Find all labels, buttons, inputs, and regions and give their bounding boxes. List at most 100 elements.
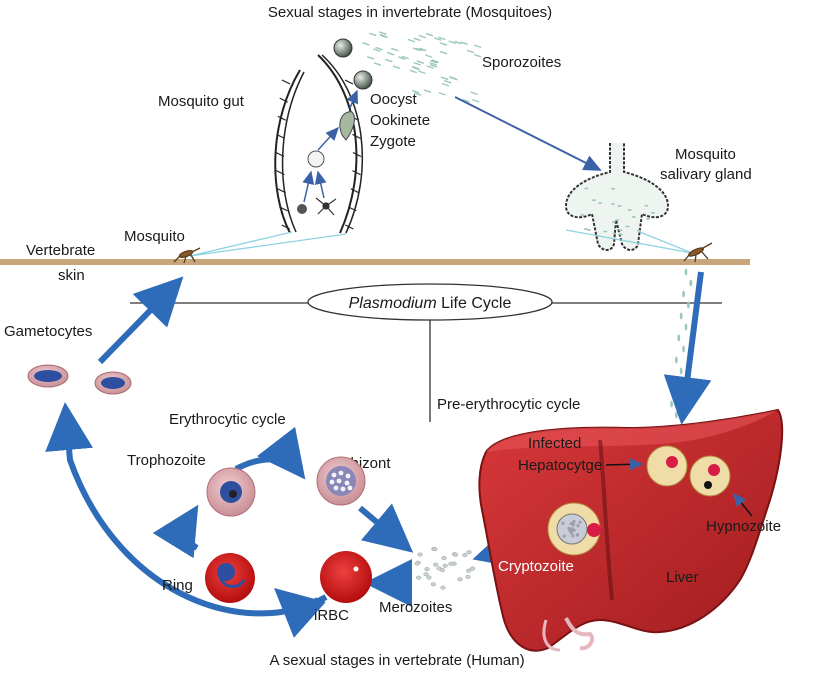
- label-mosquito-gut: Mosquito gut: [158, 93, 245, 110]
- label-zygote: Zygote: [370, 133, 416, 150]
- sporozoite-streak: [416, 60, 425, 64]
- label-trophozoite: Trophozoite: [127, 452, 206, 469]
- sporozoite-streak: [441, 76, 449, 80]
- sporozoite-streak: [434, 37, 442, 41]
- sporozoite-streak: [425, 32, 434, 37]
- sporozoite-streak: [373, 48, 381, 52]
- sporozoite-streak: [412, 47, 421, 51]
- sporozoite-streak: [473, 54, 482, 58]
- vertebrate-skin-line: [0, 259, 750, 265]
- sporozoite-streak: [439, 50, 448, 55]
- arrow-sporozoites-to-gland: [454, 96, 602, 171]
- cryptozoite-cell: [547, 502, 601, 556]
- sporozoite-streak: [385, 58, 393, 63]
- merozoite-cluster: [414, 546, 476, 590]
- mosquito-right-icon: [683, 242, 713, 263]
- center-ellipse: [307, 283, 553, 321]
- sporozoite-streak: [415, 47, 424, 52]
- gametocyte-cell-1: [27, 364, 69, 388]
- sporozoite-streak: [424, 54, 433, 58]
- sporozoite-streak: [460, 41, 468, 45]
- sporozoite-streak: [409, 69, 418, 74]
- label-vertebrate-2: skin: [58, 267, 85, 284]
- label-erythrocytic: Erythrocytic cycle: [169, 411, 286, 428]
- sporozoite-streak: [413, 62, 421, 66]
- label-mosquito-salivary-2: salivary gland: [660, 166, 752, 183]
- sporozoite-streak: [373, 62, 382, 66]
- sporozoite-streak: [438, 36, 446, 41]
- sporozoite-streak: [379, 33, 387, 38]
- female-gamete: [297, 204, 307, 214]
- sporozoite-streak: [448, 76, 457, 80]
- oocyst-sphere-2: [353, 70, 373, 90]
- label-oocyst: Oocyst: [370, 91, 418, 108]
- mosquito-gut: [274, 54, 364, 234]
- label-ring: Ring: [162, 577, 193, 594]
- sporozoite-cloud: [362, 31, 482, 103]
- gut-arrows: [302, 89, 358, 203]
- sporozoite-streak: [392, 65, 401, 69]
- sporozoite-streak: [379, 31, 387, 35]
- label-vertebrate-1: Vertebrate: [26, 242, 95, 259]
- sporozoite-streak: [411, 89, 420, 94]
- male-gamete: [315, 197, 337, 216]
- sporozoite-streak: [431, 59, 440, 63]
- sporozoite-streak: [429, 64, 438, 68]
- sporozoite-streak: [423, 89, 432, 93]
- sporozoite-streak: [470, 91, 478, 95]
- sporozoite-streak: [444, 80, 452, 84]
- gametocyte-cell-2: [94, 371, 132, 395]
- hepatocyte-2: [689, 455, 731, 497]
- sporozoite-streak: [366, 56, 375, 60]
- label-pre-erythrocytic: Pre-erythrocytic cycle: [437, 396, 580, 413]
- sporozoite-streak: [454, 40, 462, 45]
- sporozoite-streak: [473, 44, 482, 48]
- sporozoite-streak: [407, 38, 416, 43]
- pointer-hypnozoite: [733, 492, 753, 517]
- title-top: Sexual stages in invertebrate (Mosquitoe…: [268, 4, 552, 21]
- mosquito-left-icon: [173, 247, 201, 264]
- sporozoite-streak: [411, 66, 420, 70]
- label-mosquito-salivary-1: Mosquito: [675, 146, 736, 163]
- sporozoite-streak: [398, 56, 406, 60]
- sporozoite-streak: [401, 55, 409, 60]
- label-merozoites: Merozoites: [379, 599, 452, 616]
- sporozoite-streak: [362, 42, 370, 46]
- sporozoite-streak: [430, 60, 438, 64]
- sporozoite-streak: [386, 52, 395, 56]
- sporozoite-streak: [466, 49, 475, 54]
- salivary-gland: [564, 143, 670, 251]
- label-cryptozoite: Cryptozoite: [498, 558, 574, 575]
- zygote-cell: [307, 150, 325, 168]
- label-mosquito: Mosquito: [124, 228, 185, 245]
- label-irbc: iRBC: [314, 607, 349, 624]
- hepatocyte-1: [646, 445, 688, 487]
- sporozoite-streak: [390, 47, 399, 52]
- schizont-cell: [316, 456, 366, 506]
- label-gametocytes: Gametocytes: [4, 323, 92, 340]
- center-title: Plasmodium Life Cycle: [349, 295, 512, 312]
- connector-lines: [189, 229, 693, 257]
- sporozoite-streak: [375, 46, 384, 51]
- oocyst-sphere-1: [333, 38, 353, 58]
- sporozoite-streak: [369, 32, 377, 37]
- label-hypnozoite: Hypnozoite: [706, 518, 781, 535]
- sporozoite-streak: [462, 99, 470, 103]
- label-infected-1: Infected: [528, 435, 581, 452]
- sporozoite-streak: [448, 40, 456, 44]
- label-liver: Liver: [666, 569, 699, 586]
- pointer-infected: [605, 458, 644, 471]
- ookinete-shape: [339, 111, 355, 141]
- sporozoite-streak: [438, 92, 446, 96]
- sporozoite-streak: [414, 92, 422, 96]
- irbc-cell: [320, 551, 372, 603]
- sporozoite-streak: [441, 82, 450, 87]
- title-bottom: A sexual stages in vertebrate (Human): [269, 652, 524, 669]
- sporozoite-streak: [419, 47, 427, 52]
- label-infected-2: Hepatocytge: [518, 457, 602, 474]
- sporozoite-streak: [418, 34, 426, 39]
- ring-cell: [205, 553, 255, 603]
- sporozoite-streak: [418, 70, 426, 74]
- label-ookinete: Ookinete: [370, 112, 430, 129]
